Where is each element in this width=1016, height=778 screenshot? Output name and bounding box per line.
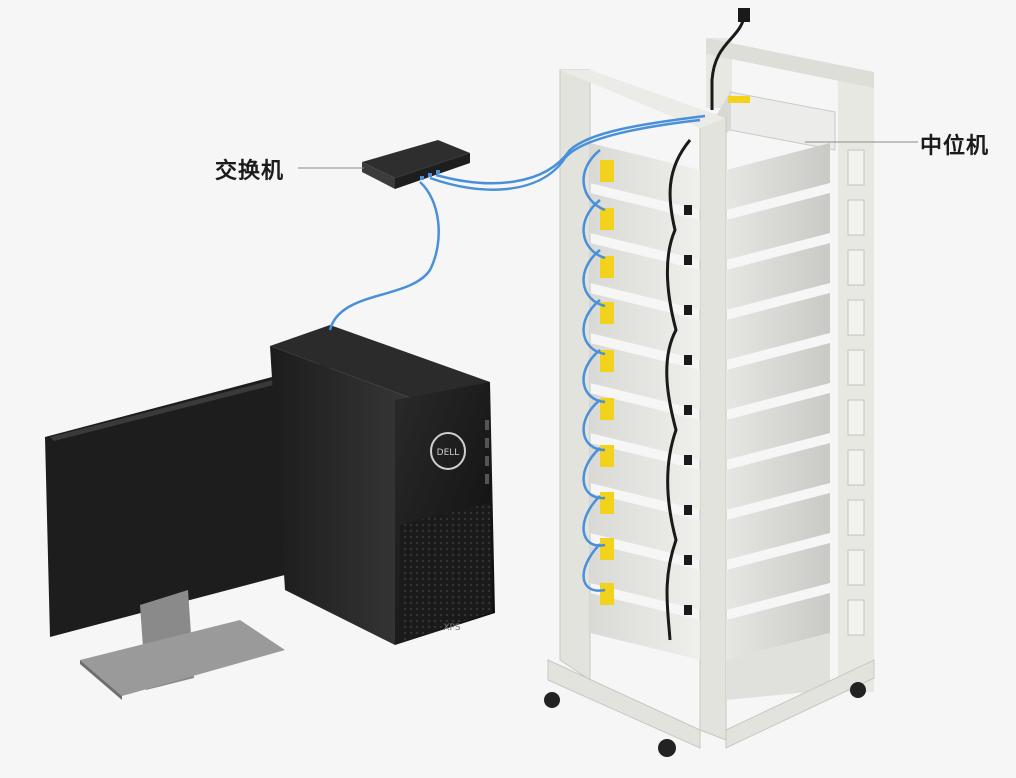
rack-bottom-side	[725, 659, 875, 749]
host-label: 中位机	[920, 134, 990, 159]
xps-logo-text: XPS	[443, 623, 461, 633]
storage-units	[590, 143, 830, 700]
rack-top-front	[560, 70, 726, 128]
switch-top	[362, 140, 470, 178]
switch-side	[362, 162, 395, 189]
pc-front-ports	[485, 420, 489, 484]
rack-bottom-frame	[547, 659, 701, 749]
monitor-stand-base-shade	[80, 660, 122, 700]
monitor	[45, 363, 332, 700]
dell-logo-text: DELL	[437, 448, 460, 458]
host-unit	[715, 91, 836, 151]
pc-side	[270, 346, 430, 645]
rack-top-back	[706, 38, 874, 88]
network-cables	[328, 114, 706, 592]
monitor-stand-base	[80, 620, 285, 696]
rack-wheels	[544, 682, 866, 757]
rack-front-post-left	[559, 69, 591, 681]
monitor-screen-edge	[50, 366, 332, 441]
dell-logo	[430, 432, 466, 470]
monitor-screen	[45, 363, 330, 637]
power-plugs	[684, 8, 750, 615]
rack-front-post-right	[699, 109, 727, 741]
rack	[544, 8, 875, 757]
pc-top	[270, 325, 490, 405]
pc-tower: DELL XPS	[270, 325, 495, 645]
network-switch	[362, 140, 470, 189]
switch-label: 交换机	[215, 159, 285, 184]
pc-front-mesh	[400, 503, 492, 642]
power-cable	[665, 139, 692, 641]
rack-post-vents	[847, 149, 865, 636]
switch-ports	[420, 170, 440, 180]
switch-front	[395, 153, 470, 189]
